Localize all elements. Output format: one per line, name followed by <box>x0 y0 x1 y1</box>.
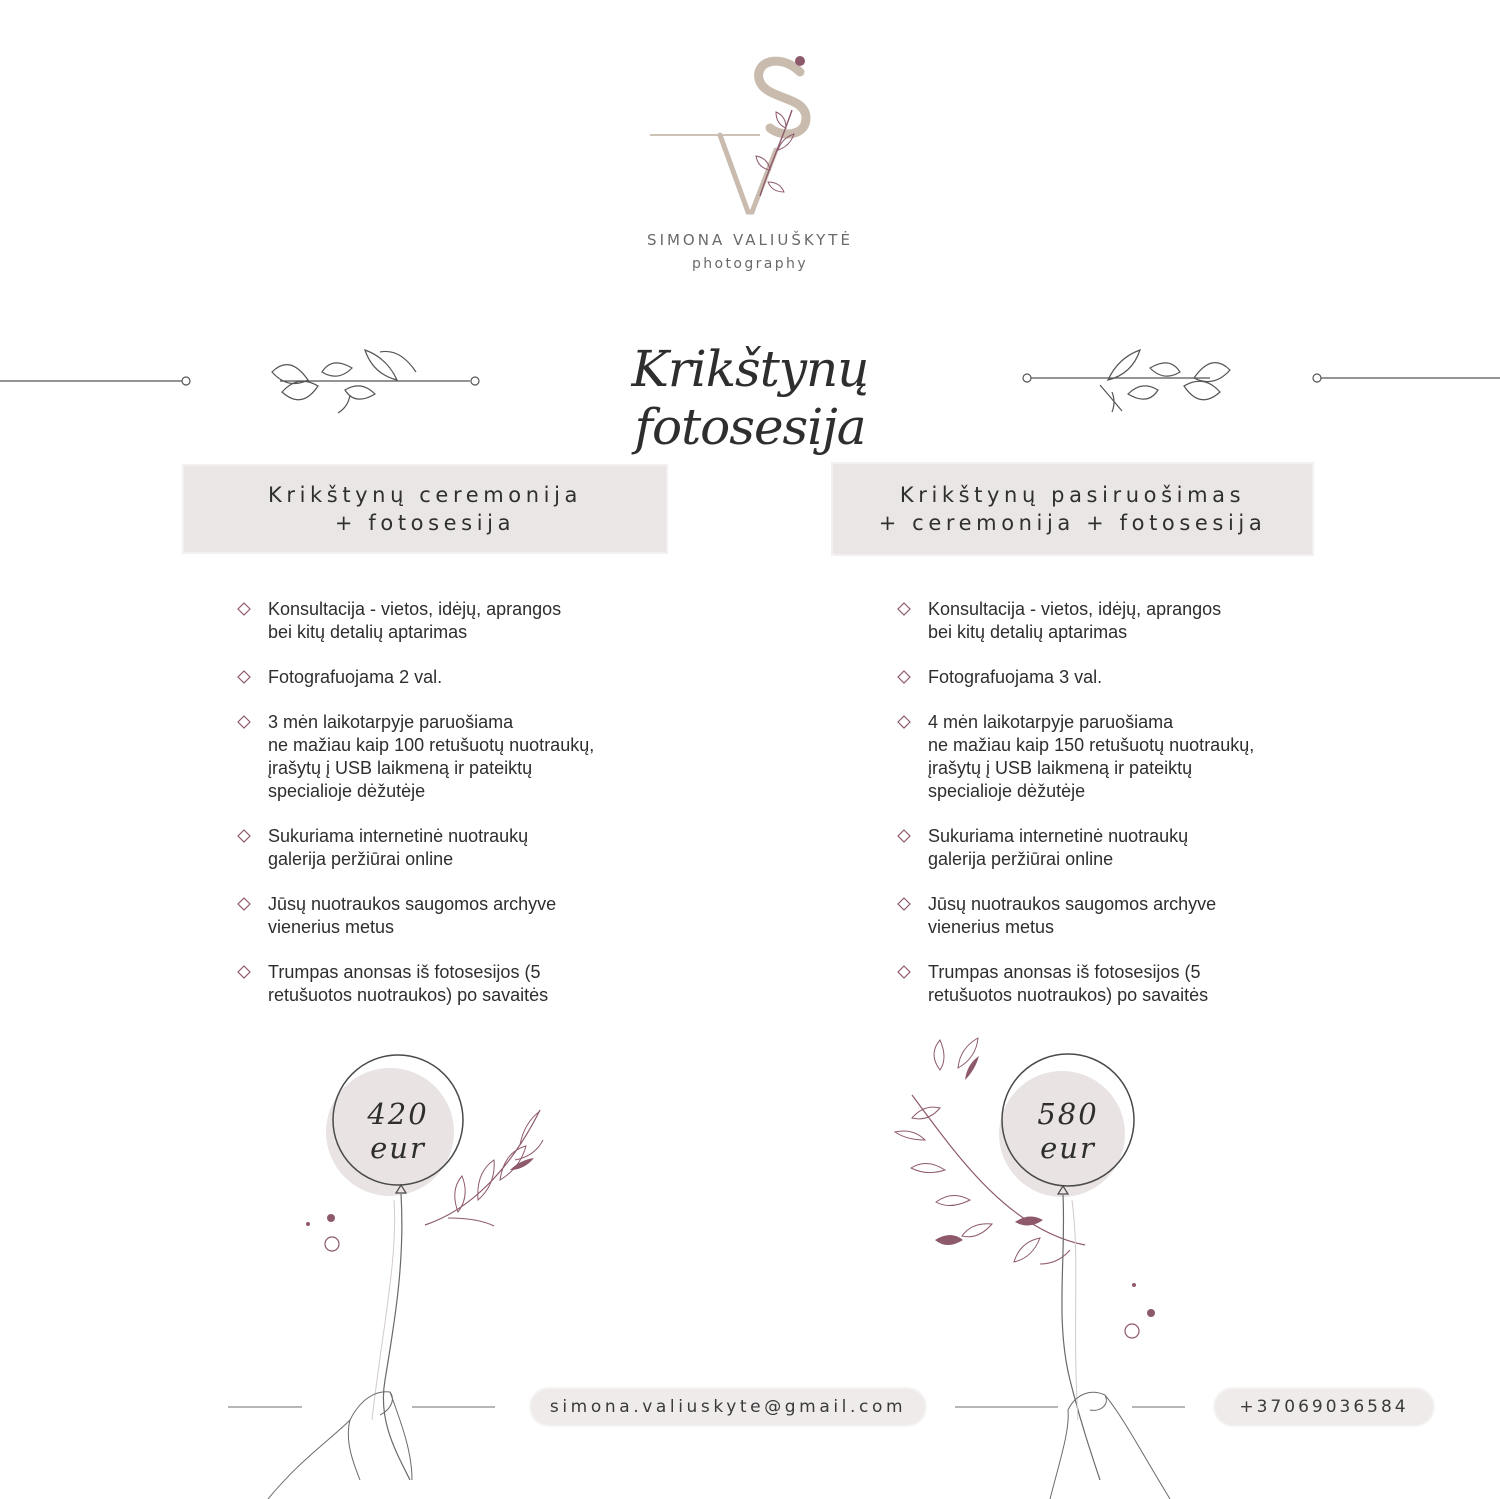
diamond-bullet-icon <box>897 670 911 684</box>
package-2-title-line-2: + ceremonija + fotosesija <box>878 511 1267 535</box>
feature-text: Trumpas anonsas iš fotosesijos (5 retušu… <box>268 962 549 1005</box>
feature-item: Jūsų nuotraukos saugomos archyve vieneri… <box>237 893 657 939</box>
page-title: Krikštynų fotosesija <box>631 340 870 456</box>
diamond-bullet-icon <box>897 897 911 911</box>
email-link[interactable]: simona.valiuskyte@gmail.com <box>529 1387 927 1427</box>
brand-name: SIMONA VALIUŠKYTĖ <box>647 231 853 249</box>
package-2-title-line-1: Krikštynų pasiruošimas <box>899 483 1246 507</box>
package-2-features: Konsultacija - vietos, idėjų, aprangos b… <box>897 598 1317 1029</box>
diamond-bullet-icon <box>897 602 911 616</box>
feature-item: Trumpas anonsas iš fotosesijos (5 retušu… <box>237 961 657 1007</box>
monogram-logo <box>650 56 811 215</box>
feature-text: Konsultacija - vietos, idėjų, aprangos b… <box>268 599 562 642</box>
package-1-title-line-2: + fotosesija <box>334 511 516 535</box>
package-1-header: Krikštynų ceremonija + fotosesija <box>182 464 668 554</box>
feature-item: Fotografuojama 2 val. <box>237 666 657 689</box>
package-2-header: Krikštynų pasiruošimas + ceremonija + fo… <box>831 462 1314 556</box>
package-1-features: Konsultacija - vietos, idėjų, aprangos b… <box>237 598 657 1029</box>
feature-item: Jūsų nuotraukos saugomos archyve vieneri… <box>897 893 1317 939</box>
feature-text: 4 mėn laikotarpyje paruošiama ne mažiau … <box>928 712 1255 801</box>
feature-item: 4 mėn laikotarpyje paruošiama ne mažiau … <box>897 711 1317 803</box>
package-2-price: 580 eur <box>1037 1097 1099 1165</box>
diamond-bullet-icon <box>897 965 911 979</box>
diamond-bullet-icon <box>237 715 251 729</box>
feature-text: 3 mėn laikotarpyje paruošiama ne mažiau … <box>268 712 595 801</box>
feature-item: Sukuriama internetinė nuotraukų galerija… <box>237 825 657 871</box>
brand-subtitle: photography <box>691 256 809 272</box>
feature-item: Konsultacija - vietos, idėjų, aprangos b… <box>897 598 1317 644</box>
feature-text: Sukuriama internetinė nuotraukų galerija… <box>928 826 1189 869</box>
feature-text: Jūsų nuotraukos saugomos archyve vieneri… <box>928 894 1217 937</box>
diamond-bullet-icon <box>237 897 251 911</box>
feature-text: Jūsų nuotraukos saugomos archyve vieneri… <box>268 894 557 937</box>
diamond-bullet-icon <box>237 829 251 843</box>
feature-text: Fotografuojama 3 val. <box>928 667 1103 687</box>
title-divider-left <box>0 349 480 414</box>
feature-text: Konsultacija - vietos, idėjų, aprangos b… <box>928 599 1222 642</box>
balloon-left <box>267 1054 544 1499</box>
package-1-title-line-1: Krikštynų ceremonija <box>267 483 582 507</box>
diamond-bullet-icon <box>237 965 251 979</box>
feature-text: Fotografuojama 2 val. <box>268 667 443 687</box>
feature-item: 3 mėn laikotarpyje paruošiama ne mažiau … <box>237 711 657 803</box>
diamond-bullet-icon <box>237 670 251 684</box>
feature-item: Konsultacija - vietos, idėjų, aprangos b… <box>237 598 657 644</box>
feature-item: Fotografuojama 3 val. <box>897 666 1317 689</box>
diamond-bullet-icon <box>237 602 251 616</box>
phone-link[interactable]: +37069036584 <box>1213 1387 1435 1427</box>
feature-text: Trumpas anonsas iš fotosesijos (5 retušu… <box>928 962 1209 1005</box>
feature-item: Sukuriama internetinė nuotraukų galerija… <box>897 825 1317 871</box>
title-divider-right <box>1022 349 1500 413</box>
balloon-right <box>893 1037 1171 1499</box>
package-1-price: 420 eur <box>367 1097 429 1165</box>
feature-item: Trumpas anonsas iš fotosesijos (5 retušu… <box>897 961 1317 1007</box>
diamond-bullet-icon <box>897 829 911 843</box>
diamond-bullet-icon <box>897 715 911 729</box>
feature-text: Sukuriama internetinė nuotraukų galerija… <box>268 826 529 869</box>
